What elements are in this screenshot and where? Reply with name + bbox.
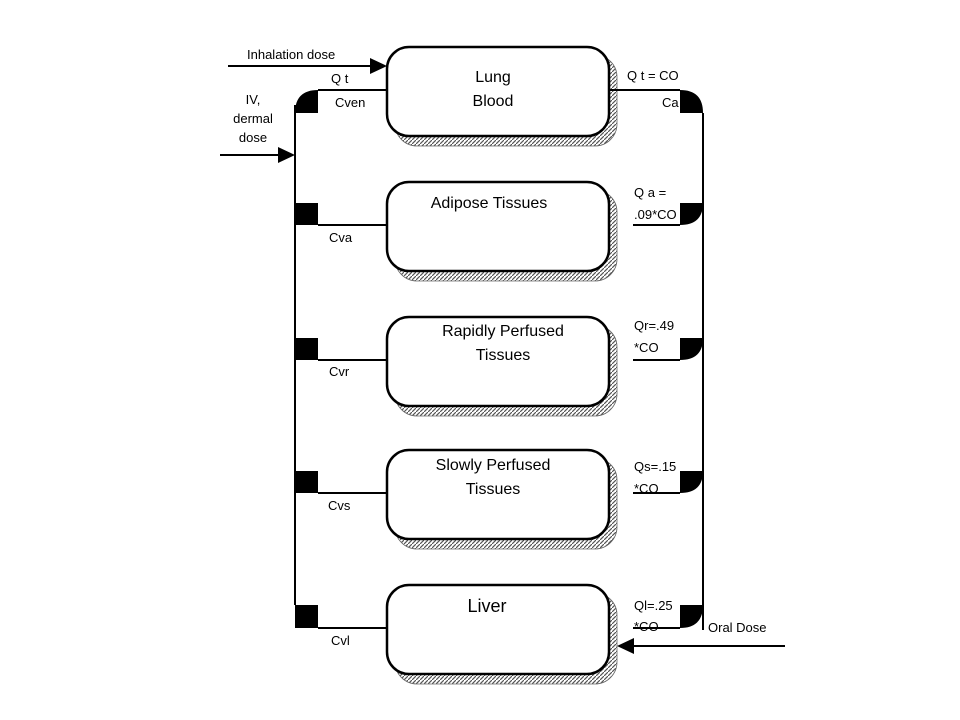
venous-elbows bbox=[295, 90, 318, 628]
adipose-title: Adipose Tissues bbox=[430, 195, 548, 212]
adipose-compartment bbox=[385, 180, 618, 282]
lung-compartment bbox=[385, 45, 618, 147]
arterial-manifold bbox=[609, 89, 704, 630]
slow-compartment bbox=[385, 448, 618, 550]
cvl-label: Cvl bbox=[331, 633, 350, 648]
qt-label: Q t bbox=[331, 71, 349, 86]
inhalation-label: Inhalation dose bbox=[247, 47, 336, 62]
cva-label: Cva bbox=[329, 230, 353, 245]
iv-dermal-arrow bbox=[220, 147, 295, 163]
rapid-title: Rapidly Perfused Tissues bbox=[442, 323, 564, 364]
liver-title: Liver bbox=[467, 596, 507, 616]
oral-dose-arrow bbox=[617, 638, 785, 654]
inhalation-arrow bbox=[228, 58, 387, 74]
cven-label: Cven bbox=[335, 95, 366, 110]
ql-label: Ql=.25 *CO bbox=[634, 598, 673, 634]
lung-title: Lung Blood bbox=[472, 69, 514, 110]
liver-compartment bbox=[385, 583, 618, 685]
qs-label: Qs=.15 *CO bbox=[634, 459, 677, 496]
rapid-compartment bbox=[385, 315, 618, 417]
qr-label: Qr=.49 *CO bbox=[634, 318, 675, 355]
qa-label: Q a = .09*CO bbox=[634, 185, 677, 222]
oral-dose-label: Oral Dose bbox=[708, 620, 767, 635]
cvr-label: Cvr bbox=[329, 364, 350, 379]
iv-dermal-label: IV, dermal dose bbox=[233, 92, 273, 145]
cvs-label: Cvs bbox=[328, 498, 351, 513]
arterial-elbows bbox=[680, 90, 703, 628]
slow-title: Slowly Perfused Tissues bbox=[435, 457, 551, 498]
qt-co-label: Q t = CO bbox=[627, 68, 679, 83]
ca-label: Ca bbox=[662, 95, 679, 110]
